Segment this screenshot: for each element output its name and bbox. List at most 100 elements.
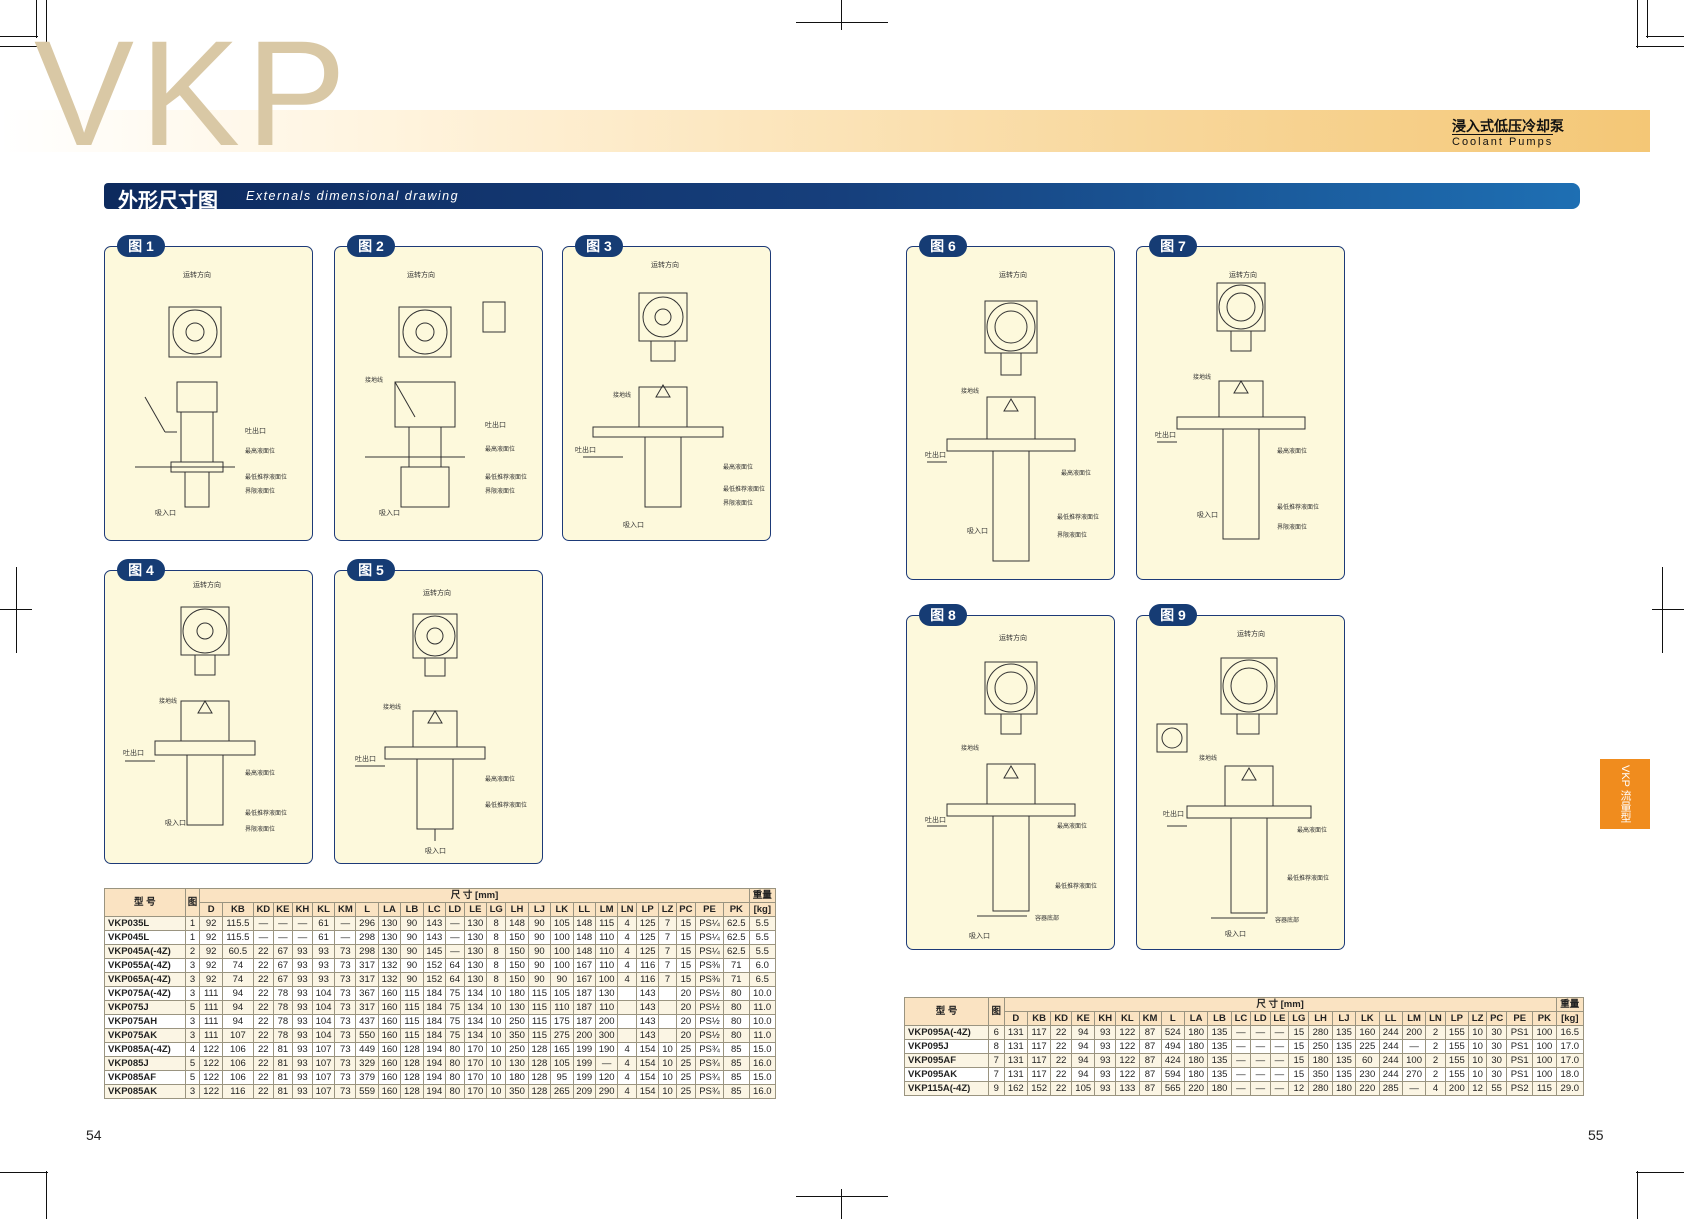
inlet-label: 吸入口 — [379, 509, 400, 517]
column-header: KM — [1138, 1011, 1162, 1026]
table-cell: 148 — [505, 916, 529, 931]
table-cell: 152 — [422, 958, 447, 973]
table-cell: 94 — [221, 986, 254, 1001]
outlet-label: 吐出口 — [575, 445, 596, 454]
table-cell: 7 — [988, 1053, 1005, 1068]
table-cell: 73 — [334, 958, 357, 973]
table-cell: 22 — [252, 986, 274, 1001]
crop-mark — [1647, 0, 1648, 38]
table-cell: 73 — [334, 1084, 357, 1099]
table-cell: 22 — [252, 1084, 274, 1099]
table-cell: 93 — [1094, 1053, 1117, 1068]
table-cell: 10 — [1468, 1025, 1488, 1040]
table-cell: 244 — [1378, 1067, 1403, 1082]
table-cell: 73 — [334, 1028, 357, 1043]
table-cell: 275 — [550, 1028, 574, 1043]
table-cell: 160 — [377, 1056, 402, 1071]
table-cell: 73 — [334, 1042, 357, 1057]
table-cell: VKP075AH — [104, 1014, 186, 1029]
table-cell: 8 — [988, 1039, 1005, 1054]
table-cell: 60.5 — [221, 944, 254, 959]
table-cell: 2 — [184, 944, 201, 959]
table-cell: 154 — [635, 1042, 660, 1057]
table-cell — [617, 1000, 637, 1015]
table-cell: PS1 — [1506, 1039, 1534, 1054]
dim-header: 尺 寸 [mm] — [1003, 997, 1557, 1012]
table-cell: 71 — [723, 958, 750, 973]
table-cell: PS¾ — [694, 1056, 725, 1071]
rotation-label: 运转方向 — [999, 633, 1027, 642]
table-cell: PS¼ — [694, 930, 725, 945]
table-cell: 93 — [292, 1084, 313, 1099]
table-cell: 194 — [422, 1070, 447, 1085]
table-cell: 122 — [199, 1056, 223, 1071]
column-header: KE — [1071, 1011, 1096, 1026]
table-cell: 180 — [1183, 1053, 1209, 1068]
table-cell: PS¾ — [694, 1042, 725, 1057]
table-cell: 115 — [400, 986, 424, 1001]
table-cell: 80 — [723, 1000, 750, 1015]
table-cell: 80 — [445, 1056, 465, 1071]
table-cell: — — [1230, 1081, 1252, 1096]
table-cell: 300 — [594, 1028, 619, 1043]
table-cell: 15 — [1288, 1025, 1310, 1040]
table-cell: 187 — [572, 1000, 596, 1015]
table-cell: 85 — [723, 1084, 750, 1099]
table-cell: 154 — [635, 1070, 660, 1085]
table-cell: 230 — [1355, 1067, 1380, 1082]
table-cell: 160 — [377, 1084, 402, 1099]
table-cell: 92 — [199, 916, 223, 931]
table-cell: 94 — [221, 1000, 254, 1015]
table-cell: 131 — [1003, 1039, 1028, 1054]
pump-drawing: 运转方向 接地线 吐出口 吸入口 最高液面位 最低推荐液面位 — [355, 588, 527, 855]
table-cell: 93 — [1094, 1039, 1117, 1054]
table-cell: 73 — [334, 1014, 357, 1029]
table-cell: 155 — [1444, 1053, 1470, 1068]
table-cell: PS¼ — [694, 944, 725, 959]
table-cell: 90 — [527, 958, 552, 973]
pump-drawing: 运转方向 接地线 吐出口 吸入口 最高液面位 最低推荐液面位 界限液面位 — [123, 580, 287, 833]
table-cell: 22 — [252, 944, 274, 959]
limit-level-label: 界限液面位 — [1277, 523, 1307, 531]
figure-panel-8: 图 8 运转方向 接地线 吐出口 吸入口 最高液面位 最低推荐液面位 容器底部 — [906, 604, 1115, 950]
pump-drawing: 运转方向 接地线 吐出口 吸入口 最高液面位 最低推荐液面位 容器底部 — [1156, 629, 1329, 938]
table-cell: 350 — [505, 1028, 529, 1043]
column-header: KD — [252, 902, 274, 917]
figure-label: 图 5 — [347, 559, 395, 581]
outlet-label: 吐出口 — [925, 450, 946, 459]
table-cell: 130 — [463, 944, 488, 959]
table-cell: 92 — [199, 972, 223, 987]
column-header: LL — [1378, 1011, 1403, 1026]
table-cell: 111 — [199, 1000, 223, 1015]
table-cell: 81 — [272, 1042, 294, 1057]
table-cell: 15 — [675, 958, 696, 973]
table-cell: 148 — [572, 916, 596, 931]
table-cell: 143 — [635, 1014, 660, 1029]
table-cell: PS1 — [1506, 1025, 1534, 1040]
table-cell: 3 — [184, 958, 201, 973]
table-cell: 81 — [272, 1070, 294, 1085]
table-cell: 30 — [1486, 1053, 1508, 1068]
pump-drawing: 运转方向 接地线 吐出口 吸入口 最高液面位 最低推荐液面位 界限液面位 — [365, 270, 527, 517]
column-header: LB — [400, 902, 424, 917]
min-level-label: 最低推荐液面位 — [1057, 513, 1099, 521]
table-cell: 3 — [184, 1084, 201, 1099]
table-cell: 115 — [400, 1028, 424, 1043]
table-cell: 200 — [572, 1028, 596, 1043]
table-cell: 1 — [184, 930, 201, 945]
rotation-label: 运转方向 — [651, 260, 679, 269]
table-cell: 25 — [675, 1084, 696, 1099]
table-cell: VKP075J — [104, 1000, 186, 1015]
ground-label: 接地线 — [1199, 754, 1217, 762]
table-cell: 100 — [594, 972, 619, 987]
table-cell: 12 — [1468, 1081, 1488, 1096]
crop-mark — [16, 567, 17, 653]
crop-mark — [0, 36, 38, 37]
table-cell: 199 — [572, 1042, 596, 1057]
table-cell: 100 — [550, 930, 574, 945]
column-header: LC — [1230, 1011, 1252, 1026]
